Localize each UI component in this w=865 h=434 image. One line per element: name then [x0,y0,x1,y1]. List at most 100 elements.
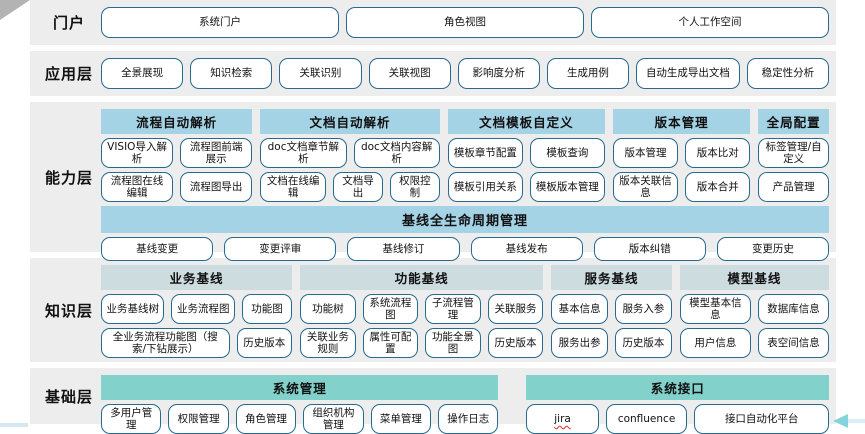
baseline-button[interactable]: 基线发布 [470,237,583,262]
knowledge-groups-row: 业务基线 业务基线树 业务流程图 功能图 全业务流程功能图（搜索/下钻展示） 历… [101,265,830,359]
group-title: 功能基线 [300,265,544,290]
knowledge-button[interactable]: 业务流程图 [171,294,235,325]
portal-button-row: 系统门户 角色视图 个人工作空间 [101,7,829,38]
group-global-config: 全局配置 标签管理/自定义 产品管理 [758,109,829,203]
baseline-button[interactable]: 版本纠错 [593,237,706,262]
group-title: 版本管理 [612,109,751,134]
baseline-button[interactable]: 基线变更 [101,237,214,262]
app-button[interactable]: 关联识别 [279,58,362,89]
app-button[interactable]: 自动生成导出文档 [636,58,740,89]
baseline-button[interactable]: 基线修订 [347,237,460,262]
bottom-left-line-decoration [0,423,28,427]
foundation-layer-label: 基础层 [44,387,93,406]
group-title: 文档自动解析 [260,109,440,134]
foundation-groups-row: 系统管理 多用户管理 权限管理 角色管理 组织机构管理 菜单管理 操作日志 系统… [101,375,829,434]
knowledge-button[interactable]: 历史版本 [615,328,672,359]
capability-button[interactable]: 版本管理 [612,138,679,169]
app-button[interactable]: 生成用例 [546,58,630,89]
capability-button[interactable]: 产品管理 [758,172,829,203]
group-service-baseline: 服务基线 基本信息 服务入参 服务出参 历史版本 [551,265,672,359]
capability-button[interactable]: 版本合并 [685,172,751,203]
knowledge-button[interactable]: 数据库信息 [757,294,830,325]
foundation-layer-band: 基础层 系统管理 多用户管理 权限管理 角色管理 组织机构管理 菜单管理 操作日… [30,368,836,434]
application-layer-label: 应用层 [44,65,93,83]
group-title: 服务基线 [551,265,672,290]
knowledge-button[interactable]: 功能图 [241,294,293,325]
knowledge-button[interactable]: 关联业务规则 [300,328,356,359]
capability-button[interactable]: 权限控制 [389,172,440,203]
knowledge-button[interactable]: 基本信息 [551,294,609,325]
group-title: 流程自动解析 [101,109,253,134]
capability-button[interactable]: VISIO导入解析 [101,138,174,169]
capability-button[interactable]: 模板版本管理 [529,172,605,203]
baseline-button[interactable]: 变更评审 [224,237,337,262]
app-button[interactable]: 影响度分析 [457,58,540,89]
app-button[interactable]: 全景展现 [101,58,184,89]
capability-button[interactable]: doc文档内容解析 [353,138,440,169]
capability-button[interactable]: 标签管理/自定义 [758,138,829,169]
capability-button[interactable]: 文档在线编辑 [260,172,327,203]
knowledge-button[interactable]: 全业务流程功能图（搜索/下钻展示） [101,328,230,359]
app-button[interactable]: 关联视图 [368,58,451,89]
knowledge-button[interactable]: 功能树 [300,294,356,325]
knowledge-button[interactable]: 历史版本 [487,328,544,359]
knowledge-button[interactable]: 业务基线树 [101,294,165,325]
capability-layer-label: 能力层 [44,168,93,187]
personal-workspace-button[interactable]: 个人工作空间 [591,7,829,38]
capability-button[interactable]: 模板查询 [529,138,605,169]
left-arrow-decoration [833,414,865,428]
baseline-lifecycle-header: 基线全生命周期管理 [101,206,829,234]
knowledge-button[interactable]: 历史版本 [236,328,293,359]
knowledge-button[interactable]: 模型基本信息 [679,294,751,325]
knowledge-button[interactable]: 服务入参 [615,294,672,325]
knowledge-button[interactable]: 子流程管理 [425,294,481,325]
role-view-button[interactable]: 角色视图 [346,7,584,38]
capability-button[interactable]: doc文档章节解析 [260,138,347,169]
knowledge-button[interactable]: 用户信息 [679,328,751,359]
knowledge-button[interactable]: 功能全景图 [425,328,481,359]
group-title: 全局配置 [758,109,829,134]
capability-button[interactable]: 模板引用关系 [447,172,523,203]
foundation-button[interactable]: 角色管理 [235,404,297,434]
slide-corner-decoration [0,0,30,20]
arrowhead-icon [833,414,848,428]
knowledge-button[interactable]: 服务出参 [551,328,609,359]
group-process-auto-parsing: 流程自动解析 VISIO导入解析 流程图前端展示 流程图在线编辑 流程图导出 [101,109,253,203]
baseline-button[interactable]: 变更历史 [716,237,830,262]
capability-button[interactable]: 流程图在线编辑 [101,172,174,203]
system-portal-button[interactable]: 系统门户 [101,7,339,38]
arrow-line [848,419,865,423]
confluence-button[interactable]: confluence [605,404,688,434]
jira-button[interactable]: jira [526,404,599,434]
foundation-button[interactable]: 多用户管理 [101,404,162,434]
group-business-baseline: 业务基线 业务基线树 业务流程图 功能图 全业务流程功能图（搜索/下钻展示） 历… [101,265,293,359]
app-button[interactable]: 稳定性分析 [746,58,830,89]
group-system-interfaces: 系统接口 jira confluence 接口自动化平台 [526,375,829,434]
foundation-button[interactable]: 操作日志 [438,404,499,434]
group-model-baseline: 模型基线 模型基本信息 数据库信息 用户信息 表空间信息 [679,265,830,359]
group-system-management: 系统管理 多用户管理 权限管理 角色管理 组织机构管理 菜单管理 操作日志 [101,375,499,434]
interface-automation-platform-button[interactable]: 接口自动化平台 [694,404,829,434]
foundation-button[interactable]: 组织机构管理 [303,404,364,434]
group-title: 业务基线 [101,265,293,290]
knowledge-button[interactable]: 系统流程图 [362,294,419,325]
capability-button[interactable]: 流程图导出 [180,172,253,203]
group-title: 模型基线 [679,265,829,290]
application-layer-band: 应用层 全景展现 知识检索 关联识别 关联视图 影响度分析 生成用例 自动生成导… [30,51,836,96]
group-title: 文档模板自定义 [447,109,605,134]
capability-button[interactable]: 模板章节配置 [447,138,523,169]
knowledge-button[interactable]: 属性可配置 [362,328,419,359]
capability-button[interactable]: 流程图前端展示 [180,138,253,169]
group-title: 系统接口 [526,375,829,400]
capability-button[interactable]: 文档导出 [333,172,383,203]
foundation-button[interactable]: 权限管理 [168,404,229,434]
knowledge-button[interactable]: 表空间信息 [757,328,830,359]
app-button[interactable]: 知识检索 [190,58,273,89]
knowledge-layer-label: 知识层 [44,301,93,320]
knowledge-layer-band: 知识层 业务基线 业务基线树 业务流程图 功能图 全业务流程功能图（搜索/下钻展… [30,258,836,362]
baseline-button-row: 基线变更 变更评审 基线修订 基线发布 版本纠错 变更历史 [101,237,830,262]
foundation-button[interactable]: 菜单管理 [370,404,432,434]
capability-button[interactable]: 版本比对 [685,138,751,169]
capability-button[interactable]: 版本关联信息 [612,172,679,203]
knowledge-button[interactable]: 关联服务 [487,294,544,325]
